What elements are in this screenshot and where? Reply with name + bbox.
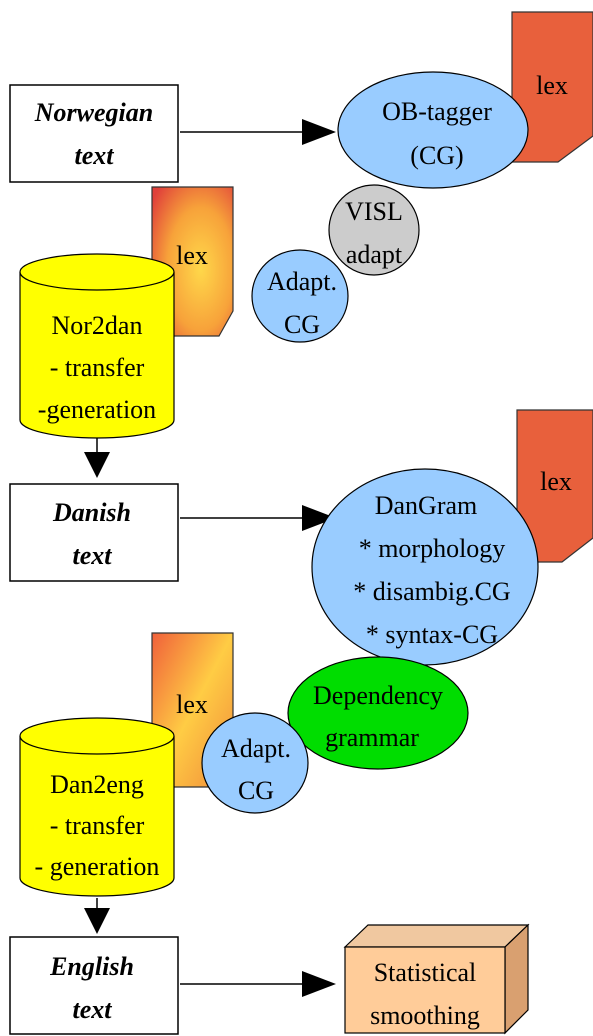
danish-text-line1: Danish: [52, 498, 131, 527]
dependency-line2: grammar: [325, 723, 419, 752]
dan2eng-line2: - transfer: [50, 811, 145, 840]
danish-text-line2: text: [73, 541, 113, 570]
nor2dan-line1: Nor2dan: [52, 311, 143, 340]
arrow-norwegian-to-tagger: [180, 119, 336, 145]
nor2dan-line3: -generation: [38, 395, 156, 424]
adapt-cg-ellipse-1: Adapt. CG: [251, 249, 349, 343]
lex-label-2: lex: [176, 241, 208, 270]
adapt2-line1: Adapt.: [221, 734, 291, 763]
norwegian-text-box: Norwegian text: [9, 84, 179, 183]
arrow-nor2dan-to-danish: [84, 438, 110, 478]
norwegian-text-line1: Norwegian: [34, 98, 153, 127]
adapt1-line2: CG: [284, 310, 320, 339]
dangram-line2: * morphology: [359, 534, 506, 563]
dan2eng-line3: - generation: [35, 852, 160, 881]
danish-text-box: Danish text: [9, 483, 179, 582]
arrow-english-to-smoothing: [180, 971, 336, 997]
dan2eng-cylinder: Dan2eng - transfer - generation: [19, 717, 175, 897]
dangram-line3: * disambig.CG: [353, 577, 510, 606]
dangram-line1: DanGram: [375, 491, 478, 520]
lex-label-1: lex: [536, 71, 568, 100]
visl-line2: adapt: [346, 240, 403, 269]
ob-tagger-line1: OB-tagger: [382, 97, 492, 126]
statistical-smoothing-box: Statistical smoothing: [343, 923, 530, 1035]
smoothing-line2: smoothing: [370, 1001, 480, 1030]
visl-adapt-ellipse: VISL adapt: [328, 184, 420, 276]
ob-tagger-ellipse: OB-tagger (CG): [337, 71, 529, 189]
nor2dan-line2: - transfer: [50, 353, 145, 382]
adapt1-line1: Adapt.: [267, 267, 337, 296]
dangram-ellipse: DanGram * morphology * disambig.CG * syn…: [311, 468, 539, 666]
english-text-line2: text: [73, 995, 113, 1024]
dan2eng-line1: Dan2eng: [50, 770, 144, 799]
adapt2-line2: CG: [238, 776, 274, 805]
dependency-grammar-ellipse: Dependency grammar: [287, 656, 469, 770]
lex-document-1: lex: [511, 11, 593, 163]
visl-line1: VISL: [345, 197, 403, 226]
norwegian-text-line2: text: [75, 141, 115, 170]
arrow-dan2eng-to-english: [84, 898, 110, 934]
dangram-line4: * syntax-CG: [366, 620, 498, 649]
adapt-cg-ellipse-2: Adapt. CG: [201, 712, 309, 814]
dependency-line1: Dependency: [313, 681, 443, 710]
english-text-line1: English: [49, 952, 134, 981]
english-text-box: English text: [9, 936, 179, 1035]
smoothing-line1: Statistical: [374, 958, 477, 987]
lex-label-3: lex: [540, 467, 572, 496]
nor2dan-cylinder: Nor2dan - transfer -generation: [19, 253, 175, 439]
lex-label-4: lex: [176, 690, 208, 719]
ob-tagger-line2: (CG): [410, 141, 463, 170]
arrow-danish-to-dangram: [180, 505, 336, 531]
